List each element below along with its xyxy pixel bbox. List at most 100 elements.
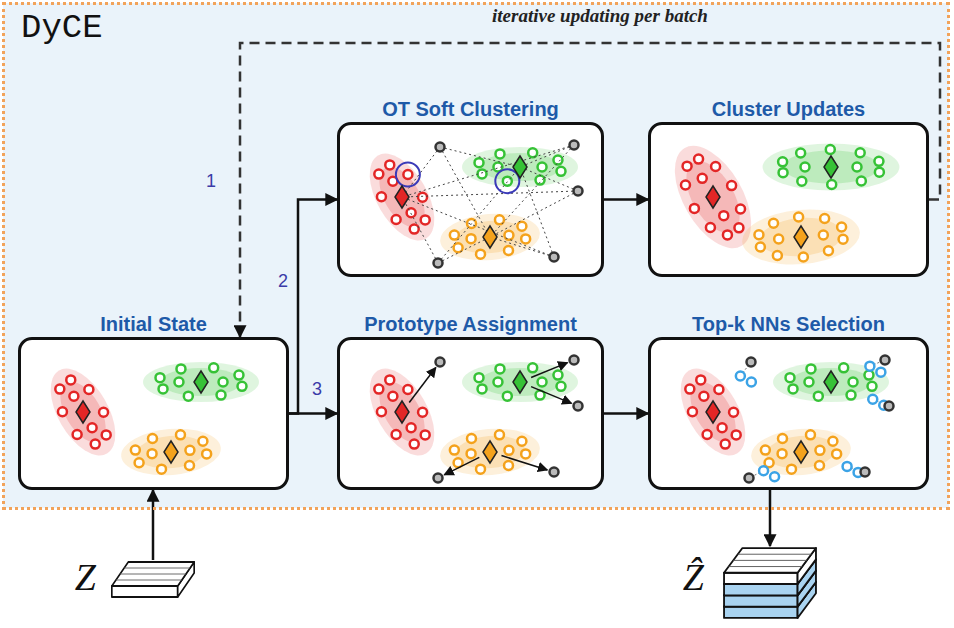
prototype-diamond: [164, 441, 178, 463]
flow-arrow: [289, 412, 337, 415]
sample-point: [769, 219, 778, 228]
sample-point: [58, 407, 67, 416]
sample-point: [159, 384, 168, 393]
sample-point: [857, 176, 866, 185]
sample-point: [374, 170, 383, 179]
transport-line: [402, 197, 438, 263]
sample-point: [719, 211, 728, 220]
sample-point: [135, 458, 144, 467]
query-point: [865, 362, 874, 371]
tensor-row: [120, 574, 186, 575]
sample-point: [467, 449, 476, 458]
sample-point: [185, 461, 194, 470]
sample-point: [528, 363, 537, 372]
sample-point: [392, 430, 401, 439]
sample-point: [73, 430, 82, 439]
sample-point: [756, 243, 765, 252]
transport-line: [490, 145, 574, 237]
panel-illustration: [722, 546, 818, 620]
sample-point: [849, 378, 858, 387]
cluster-region: [119, 425, 223, 480]
tensor-face: [112, 586, 178, 597]
tensor-symbol: Ẑ: [683, 558, 704, 596]
sample-point: [174, 378, 183, 387]
sample-point: [69, 392, 78, 401]
query-point: [843, 462, 852, 471]
tensor-face: [724, 595, 798, 606]
sample-point: [815, 461, 824, 470]
sample-point: [796, 149, 805, 158]
sample-point: [814, 392, 823, 401]
sample-point: [450, 231, 459, 240]
sample-point: [800, 163, 809, 172]
feedback-arrow: [240, 43, 940, 337]
cluster-region: [143, 362, 259, 402]
sample-point: [804, 378, 813, 387]
sample-point: [504, 461, 513, 470]
sample-point: [450, 446, 459, 455]
sample-point: [377, 407, 386, 416]
sample-point: [410, 225, 419, 234]
transport-line: [520, 167, 554, 257]
stage-panel: Initial State: [18, 337, 289, 490]
sample-point: [688, 407, 697, 416]
sample-point: [517, 222, 526, 231]
sample-point: [847, 391, 856, 400]
sample-point: [734, 223, 743, 232]
sample-point: [478, 169, 487, 178]
sample-point: [155, 373, 164, 382]
tensor-row: [733, 560, 807, 561]
cluster-core: [675, 152, 750, 241]
sample-point: [681, 181, 690, 190]
flow-arrow: [769, 490, 772, 546]
sample-point: [421, 215, 430, 224]
sample-point: [403, 385, 412, 394]
sample-point: [761, 446, 770, 455]
cluster-core: [160, 368, 241, 396]
query-point: [747, 358, 756, 367]
sample-point: [418, 193, 427, 202]
stage-panel: OT Soft Clustering: [337, 122, 604, 277]
sample-point: [706, 223, 715, 232]
step-number: 1: [204, 172, 218, 192]
transport-line: [520, 145, 574, 167]
sample-point: [184, 392, 193, 401]
query-point: [436, 143, 445, 152]
assign-arrow: [409, 368, 436, 403]
cluster-region: [740, 205, 862, 269]
sample-point: [553, 371, 562, 380]
sample-point: [476, 465, 485, 474]
panel-illustration: [651, 340, 926, 487]
query-point: [550, 468, 559, 477]
prototype-diamond: [706, 186, 720, 208]
query-point: [550, 253, 559, 262]
panel-illustration: [340, 340, 601, 487]
prototype-diamond: [824, 156, 838, 178]
panel-heading: Initial State: [21, 313, 286, 335]
query-point: [434, 474, 443, 483]
tensor-face: [724, 584, 798, 595]
assign-arrow: [531, 363, 567, 378]
prototype-diamond: [395, 401, 409, 423]
module-frame: DyCEInitial StateOT Soft ClusteringClust…: [2, 2, 950, 510]
sample-point: [198, 437, 207, 446]
sample-point: [148, 434, 157, 443]
sample-point: [773, 251, 782, 260]
sample-point: [385, 375, 394, 384]
tensor-row: [729, 566, 803, 567]
sample-point: [732, 430, 741, 439]
query-point: [570, 141, 579, 150]
sample-point: [377, 192, 386, 201]
sample-point: [815, 446, 824, 455]
prototype-diamond: [76, 401, 90, 423]
cluster-region: [438, 425, 542, 480]
sample-point: [55, 385, 64, 394]
stage-panel: Cluster Updates: [648, 122, 929, 277]
sample-point: [864, 371, 873, 380]
sample-point: [202, 449, 211, 458]
transport-line: [438, 167, 520, 263]
sample-point: [827, 180, 836, 189]
tensor-row: [116, 580, 182, 581]
cluster-core: [370, 374, 434, 450]
